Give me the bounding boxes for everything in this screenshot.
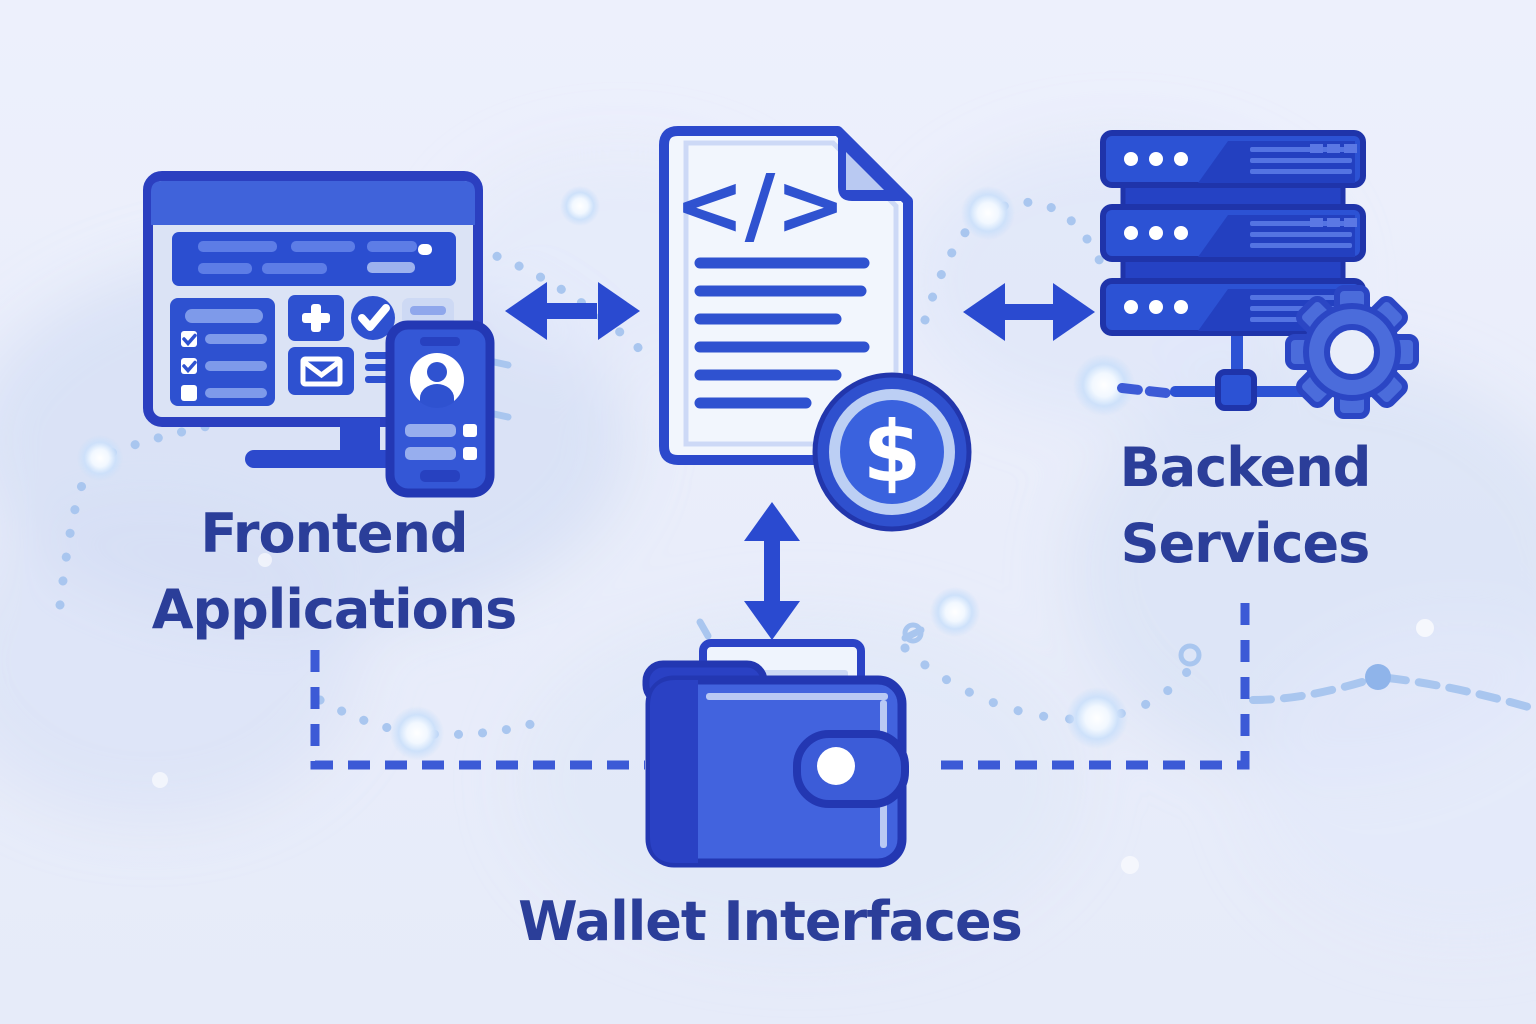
arrow-contract-backend: [963, 283, 1095, 341]
mobile-phone-icon: [385, 320, 495, 498]
frontend-label-line2: Applications: [151, 577, 518, 641]
wallet-label-line1: Wallet Interfaces: [518, 890, 1023, 953]
backend-services-label: Backend Services: [1048, 430, 1442, 581]
dashed-connectors: [310, 383, 1250, 770]
browser-window-icon: [143, 171, 483, 468]
gear-icon: [1285, 285, 1419, 419]
server-stack-icon: [1100, 130, 1366, 411]
checklist-icon: [170, 298, 275, 406]
server-unit: [1100, 204, 1366, 262]
mail-icon: [288, 347, 354, 395]
dollar-sign: $: [863, 403, 921, 501]
server-unit: [1100, 130, 1366, 188]
wallet-icon: [642, 639, 909, 868]
backend-label-line2: Services: [1120, 511, 1371, 575]
wallet-interfaces-label: Wallet Interfaces: [420, 884, 1120, 960]
connector-server-dashes: [1117, 383, 1171, 398]
double-arrows: [505, 282, 1095, 640]
frontend-label-line1: Frontend: [200, 502, 468, 565]
frontend-applications-label: Frontend Applications: [54, 496, 614, 647]
backend-label-line1: Backend: [1119, 436, 1372, 499]
decor-glow-dots: [77, 162, 1434, 874]
code-icon: </>: [674, 156, 845, 254]
plus-icon: [288, 295, 344, 341]
dollar-coin-icon: $: [812, 372, 972, 532]
connector-backend-wallet: [932, 603, 1250, 770]
check-badge-icon: [351, 296, 395, 340]
arrow-frontend-contract: [505, 282, 640, 340]
user-avatar-icon: [410, 353, 464, 409]
connector-frontend-wallet: [310, 650, 645, 770]
arrow-contract-wallet: [744, 502, 800, 640]
code-document-icon: </>: [659, 126, 913, 465]
